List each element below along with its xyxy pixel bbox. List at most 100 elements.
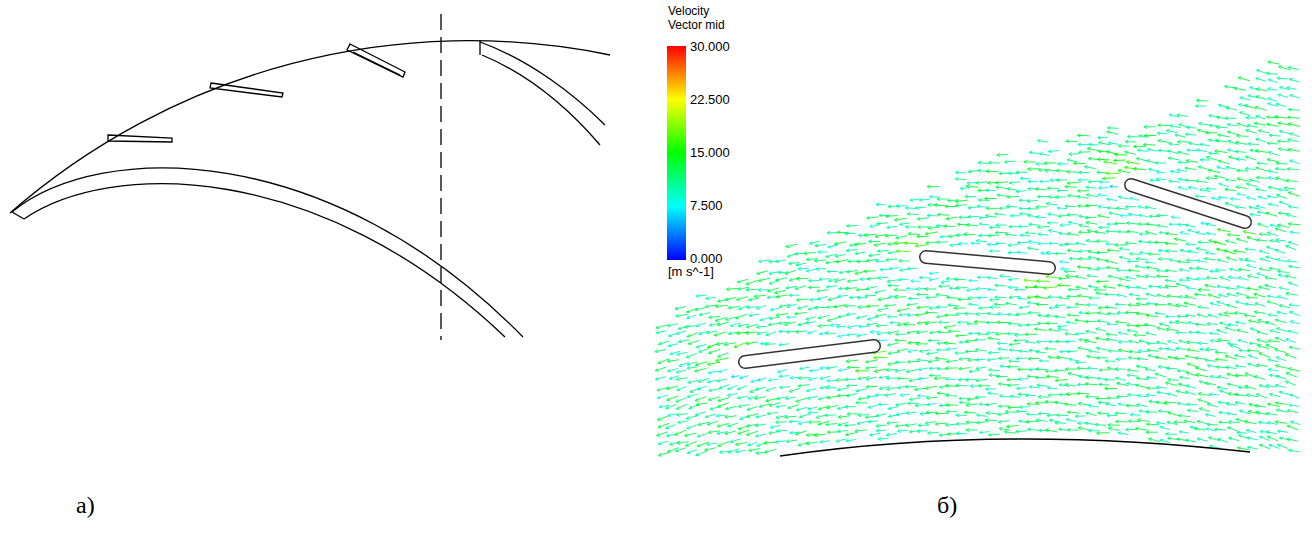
velocity-arrow — [1010, 395, 1020, 398]
velocity-arrow — [1138, 419, 1150, 422]
velocity-arrow — [675, 430, 686, 435]
velocity-arrow — [1068, 221, 1078, 224]
velocity-arrow — [836, 439, 846, 443]
velocity-arrow — [1199, 408, 1210, 412]
velocity-arrow — [1277, 194, 1288, 198]
velocity-arrow — [1179, 430, 1189, 433]
velocity-arrow — [1068, 372, 1079, 375]
velocity-arrow — [965, 195, 976, 198]
velocity-arrow — [1291, 421, 1301, 425]
velocity-arrow — [789, 294, 799, 297]
velocity-arrow — [965, 350, 977, 353]
velocity-arrow — [864, 233, 876, 236]
velocity-arrow — [728, 423, 739, 427]
velocity-arrow — [976, 358, 986, 361]
velocity-arrow — [1275, 238, 1286, 241]
velocity-arrow — [827, 367, 837, 370]
blade-body — [1131, 185, 1245, 222]
velocity-arrow — [1035, 295, 1048, 298]
velocity-arrow — [838, 369, 848, 372]
velocity-arrow — [966, 403, 978, 406]
velocity-arrow — [1290, 311, 1300, 315]
velocity-arrow — [904, 242, 917, 245]
velocity-arrow — [815, 306, 826, 309]
velocity-arrow — [1227, 383, 1238, 386]
velocity-arrow — [946, 367, 958, 370]
velocity-arrow — [1145, 323, 1156, 326]
velocity-arrow — [1166, 348, 1176, 351]
velocity-arrow — [1098, 226, 1109, 229]
velocity-arrow — [1035, 328, 1047, 331]
velocity-arrow — [919, 276, 930, 279]
velocity-arrow — [1288, 116, 1300, 119]
velocity-arrow — [1247, 446, 1257, 449]
velocity-arrow — [956, 414, 967, 417]
velocity-arrow — [1228, 323, 1238, 326]
velocity-arrow — [1115, 243, 1127, 246]
velocity-arrow — [1115, 412, 1126, 415]
velocity-arrow — [1157, 391, 1167, 394]
velocity-arrow — [1158, 139, 1169, 142]
velocity-arrow — [918, 377, 928, 380]
velocity-arrow — [776, 313, 788, 316]
velocity-arrow — [737, 279, 748, 283]
velocity-arrow — [1138, 240, 1149, 243]
velocity-arrow — [1268, 98, 1278, 102]
velocity-arrow — [1239, 410, 1249, 414]
velocity-arrow — [1209, 332, 1219, 335]
velocity-arrow — [1290, 231, 1300, 234]
velocity-arrow — [1117, 269, 1127, 272]
velocity-arrow — [877, 249, 888, 252]
legend-title: Velocity — [668, 5, 709, 18]
velocity-arrow — [1267, 142, 1278, 145]
velocity-arrow — [1248, 355, 1258, 359]
main-blade-upper — [12, 168, 523, 337]
velocity-arrow — [1256, 115, 1266, 119]
velocity-arrow — [876, 203, 886, 206]
velocity-arrow — [1099, 383, 1110, 386]
velocity-arrow — [1217, 285, 1227, 288]
velocity-arrow — [1049, 419, 1060, 422]
velocity-arrow — [1228, 276, 1238, 279]
velocity-arrow — [1279, 188, 1289, 191]
velocity-arrow — [687, 425, 697, 429]
velocity-arrow — [904, 323, 916, 326]
velocity-arrow — [1186, 224, 1196, 227]
velocity-arrow — [797, 306, 808, 310]
velocity-arrow — [1178, 140, 1190, 143]
velocity-arrow — [757, 332, 767, 335]
velocity-arrow — [769, 317, 780, 320]
velocity-arrow — [1268, 359, 1279, 362]
velocity-arrow — [1028, 428, 1039, 431]
velocity-arrow — [1277, 430, 1288, 433]
velocity-arrow — [977, 421, 988, 424]
velocity-arrow — [917, 394, 927, 397]
velocity-arrow — [718, 397, 730, 401]
velocity-arrow — [925, 322, 937, 325]
velocity-arrow — [895, 218, 907, 221]
velocity-arrow — [925, 287, 936, 290]
velocity-arrow — [1118, 169, 1130, 173]
velocity-arrow — [1078, 402, 1089, 405]
velocity-arrow — [816, 267, 826, 270]
velocity-arrow — [1256, 188, 1267, 191]
velocity-arrow — [1225, 202, 1236, 206]
velocity-arrow — [1038, 395, 1049, 398]
velocity-arrow — [1149, 285, 1160, 288]
velocity-arrow — [866, 286, 877, 289]
velocity-arrow — [987, 276, 997, 279]
velocity-arrow — [1096, 240, 1107, 243]
velocity-arrow — [1038, 242, 1048, 245]
velocity-arrow — [1245, 156, 1256, 160]
velocity-arrow — [725, 406, 736, 409]
velocity-arrow — [1128, 135, 1139, 138]
velocity-arrow — [876, 424, 887, 427]
velocity-arrow — [746, 331, 758, 334]
scale-value: 30.000 — [690, 40, 730, 54]
velocity-arrow — [797, 298, 809, 301]
velocity-arrow — [798, 267, 808, 270]
velocity-arrow — [1115, 303, 1126, 306]
velocity-arrow — [734, 342, 747, 347]
velocity-arrow — [1205, 131, 1217, 134]
velocity-arrow — [1129, 340, 1140, 343]
